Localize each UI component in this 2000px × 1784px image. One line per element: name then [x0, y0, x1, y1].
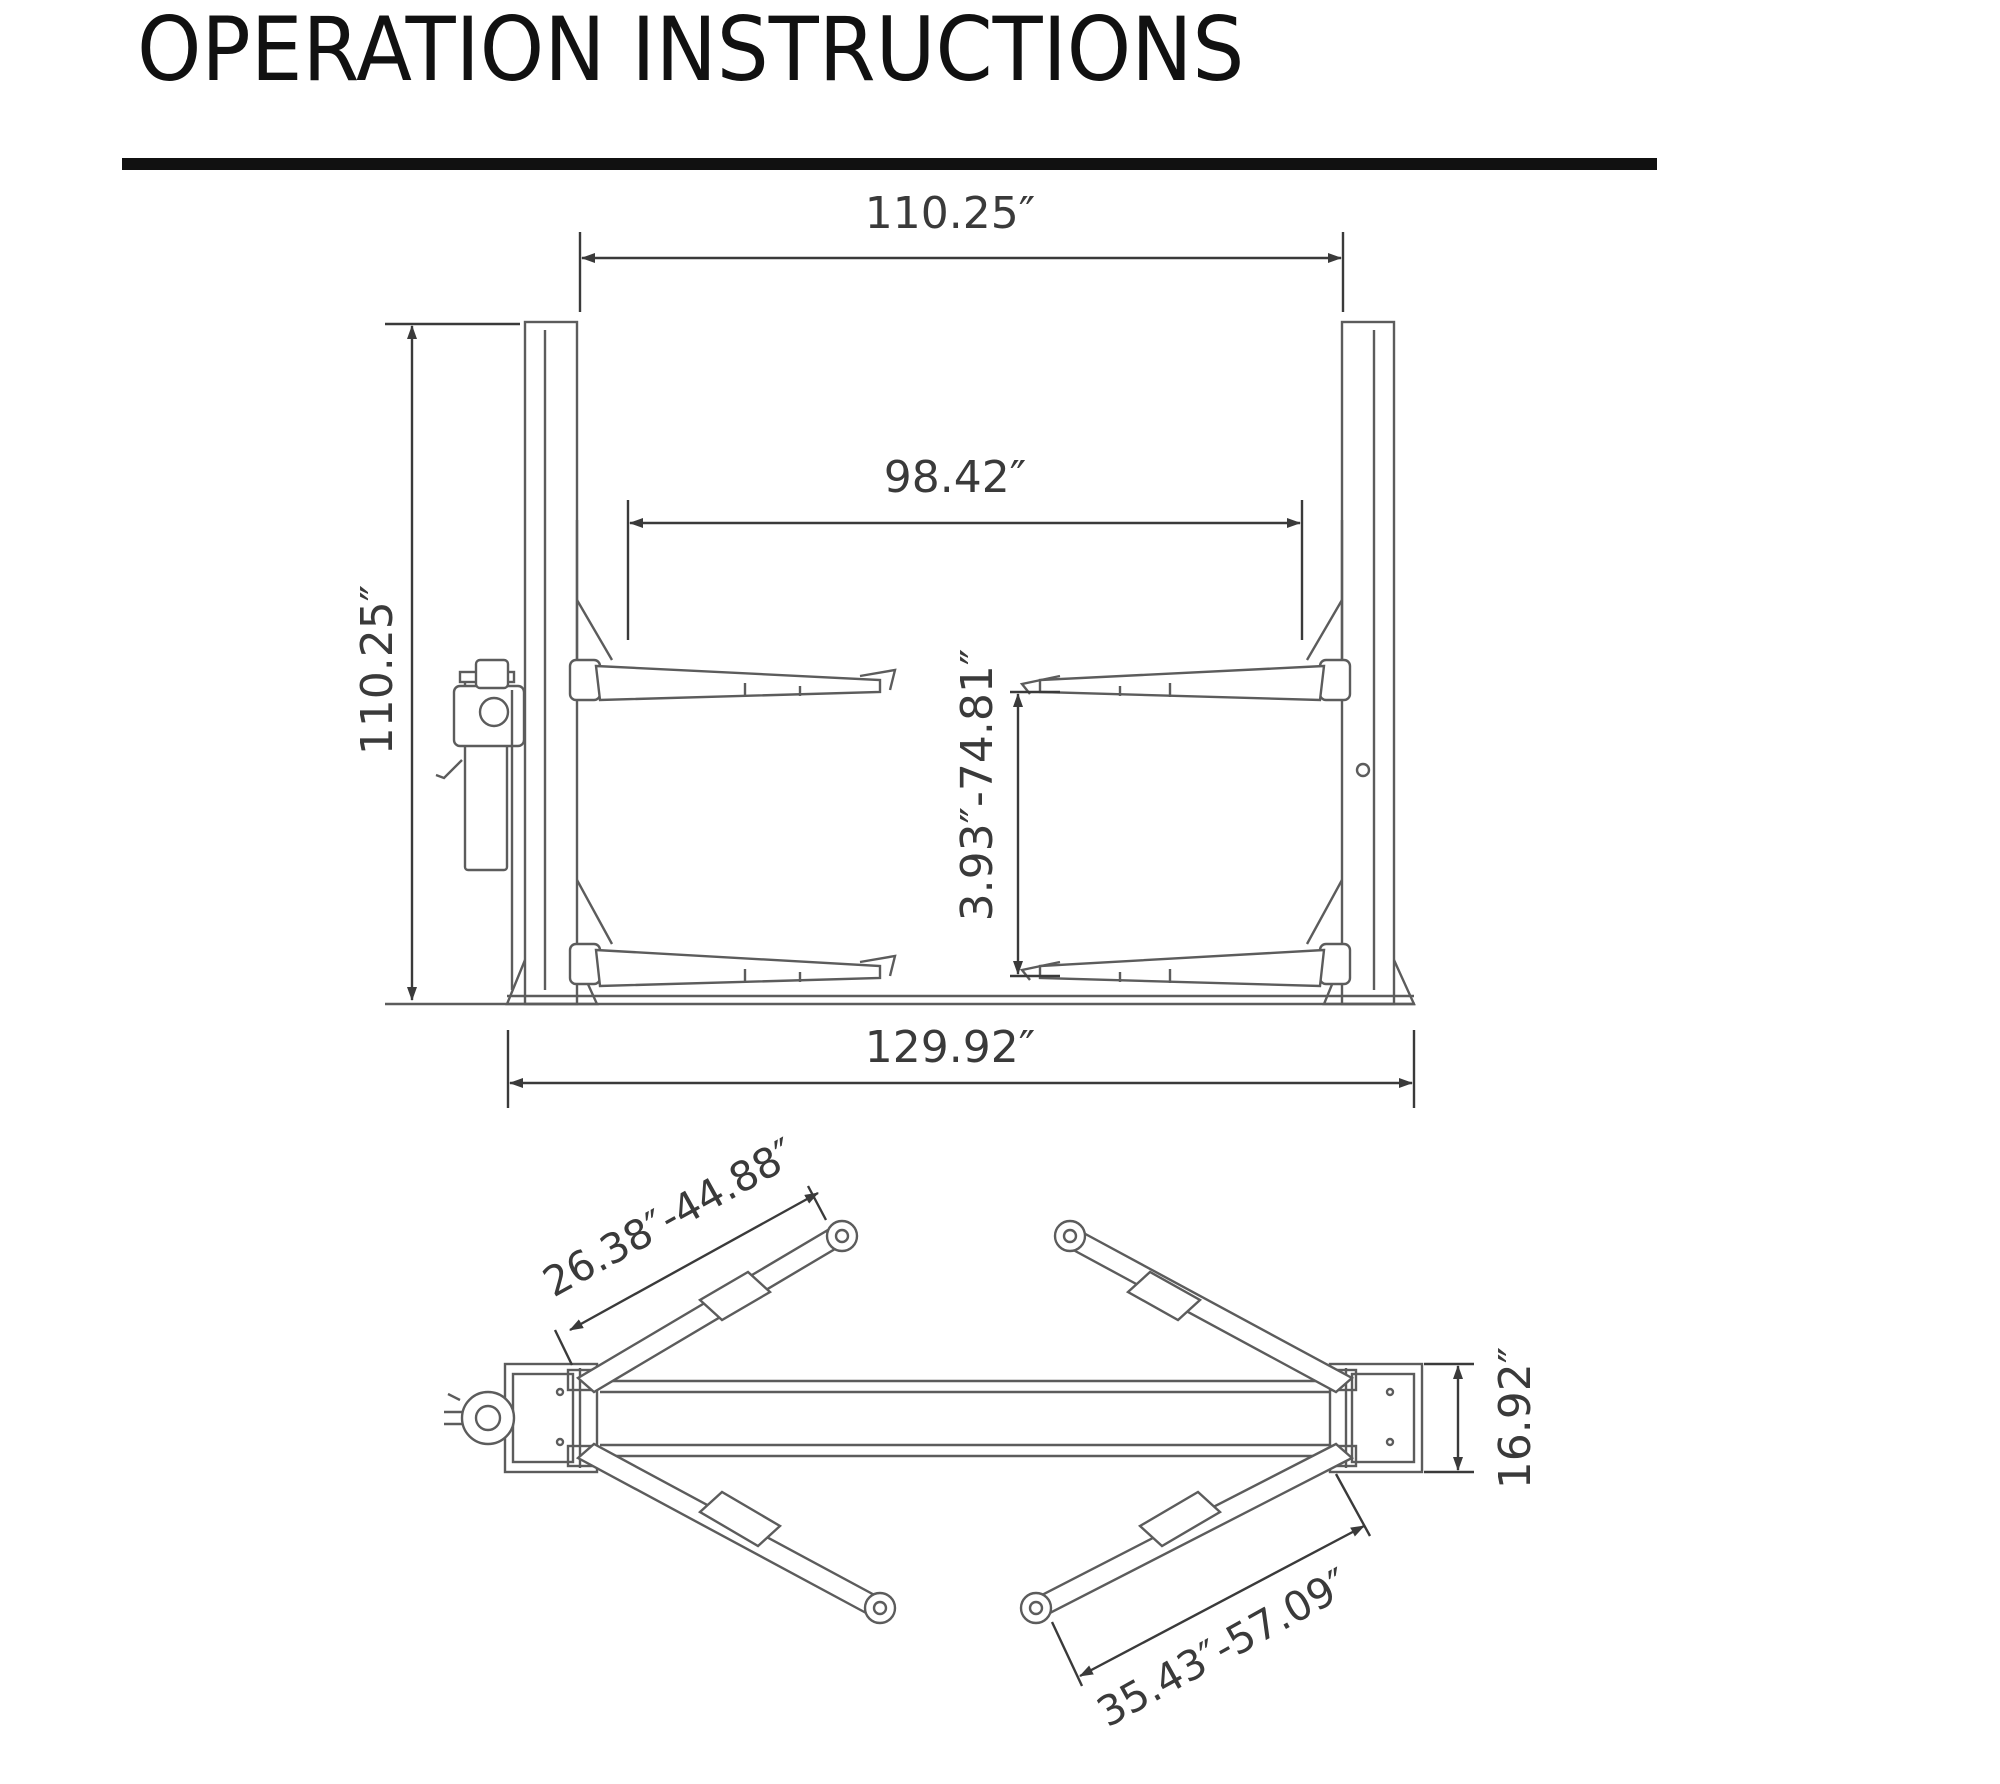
dim-base-width: 129.92″ [506, 1022, 1416, 1108]
dim-inner-width-label: 110.25″ [865, 188, 1035, 239]
front-view: 110.25″ 110.25″ 98.42″ 3.93″-74.81″ [352, 188, 1416, 1108]
upper-left-arm [568, 520, 897, 702]
dim-inner-width: 110.25″ [578, 188, 1345, 312]
dim-column-depth-label: 16.92″ [1490, 1347, 1541, 1489]
lower-right-arm [1019, 879, 1352, 988]
dim-column-depth: 16.92″ [1424, 1347, 1541, 1489]
top-view: 26.38″-44.88″ 35.43″-57.09″ 16.92″ [444, 1129, 1541, 1737]
dim-pad-height-label: 3.93″-74.81″ [952, 649, 1003, 922]
top-power-unit [444, 1390, 516, 1446]
top-floor-plate [600, 1379, 1330, 1458]
right-column [1322, 320, 1416, 1006]
page-title: OPERATION INSTRUCTIONS [137, 0, 1245, 101]
dim-pad-height: 3.93″-74.81″ [952, 649, 1060, 978]
dim-long-arm-label: 35.43″-57.09″ [1089, 1559, 1357, 1737]
lower-left-arm [568, 879, 897, 988]
left-column [505, 320, 599, 1006]
hydraulic-power-unit [435, 658, 526, 990]
dim-arm-span-label: 98.42″ [884, 452, 1026, 503]
title-rule [122, 158, 1657, 170]
top-arm-lower-left [575, 1442, 897, 1625]
dim-base-width-label: 129.92″ [865, 1022, 1035, 1073]
dim-overall-height-label: 110.25″ [352, 585, 403, 755]
dim-arm-span: 98.42″ [626, 452, 1304, 640]
column-hole [1355, 762, 1371, 778]
top-arm-upper-right [1053, 1219, 1355, 1394]
dim-overall-height: 110.25″ [352, 322, 520, 1001]
